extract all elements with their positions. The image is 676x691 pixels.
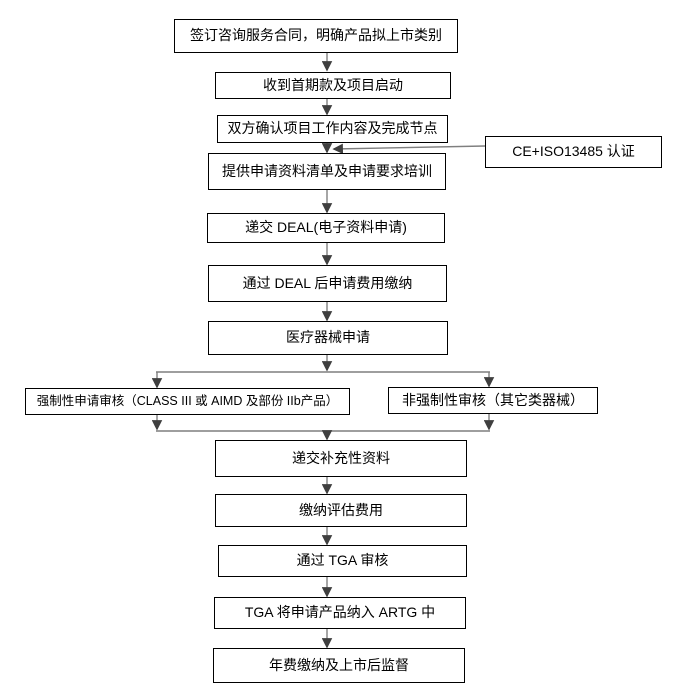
node-first-payment: 收到首期款及项目启动 xyxy=(215,72,451,99)
node-non-mandatory-audit: 非强制性审核（其它类器械） xyxy=(388,387,598,414)
node-annual-fee: 年费缴纳及上市后监督 xyxy=(213,648,465,683)
node-mandatory-audit: 强制性申请审核（CLASS III 或 AIMD 及部份 IIb产品） xyxy=(25,388,350,415)
node-submit-deal: 递交 DEAL(电子资料申请) xyxy=(207,213,445,243)
node-ce-iso13485: CE+ISO13485 认证 xyxy=(485,136,662,168)
node-tga-review: 通过 TGA 审核 xyxy=(218,545,467,577)
node-artg-listing: TGA 将申请产品纳入 ARTG 中 xyxy=(214,597,466,629)
edge-ce-iso13485-to-provide-checklist xyxy=(332,143,486,155)
node-deal-fee: 通过 DEAL 后申请费用缴纳 xyxy=(208,265,447,302)
node-confirm-scope: 双方确认项目工作内容及完成节点 xyxy=(217,115,448,143)
node-sign-contract: 签订咨询服务合同，明确产品拟上市类别 xyxy=(174,19,458,53)
node-device-application: 医疗器械申请 xyxy=(208,321,448,355)
node-provide-checklist: 提供申请资料清单及申请要求培训 xyxy=(208,153,446,190)
node-supplementary-data: 递交补充性资料 xyxy=(215,440,467,477)
node-assessment-fee: 缴纳评估费用 xyxy=(215,494,467,527)
